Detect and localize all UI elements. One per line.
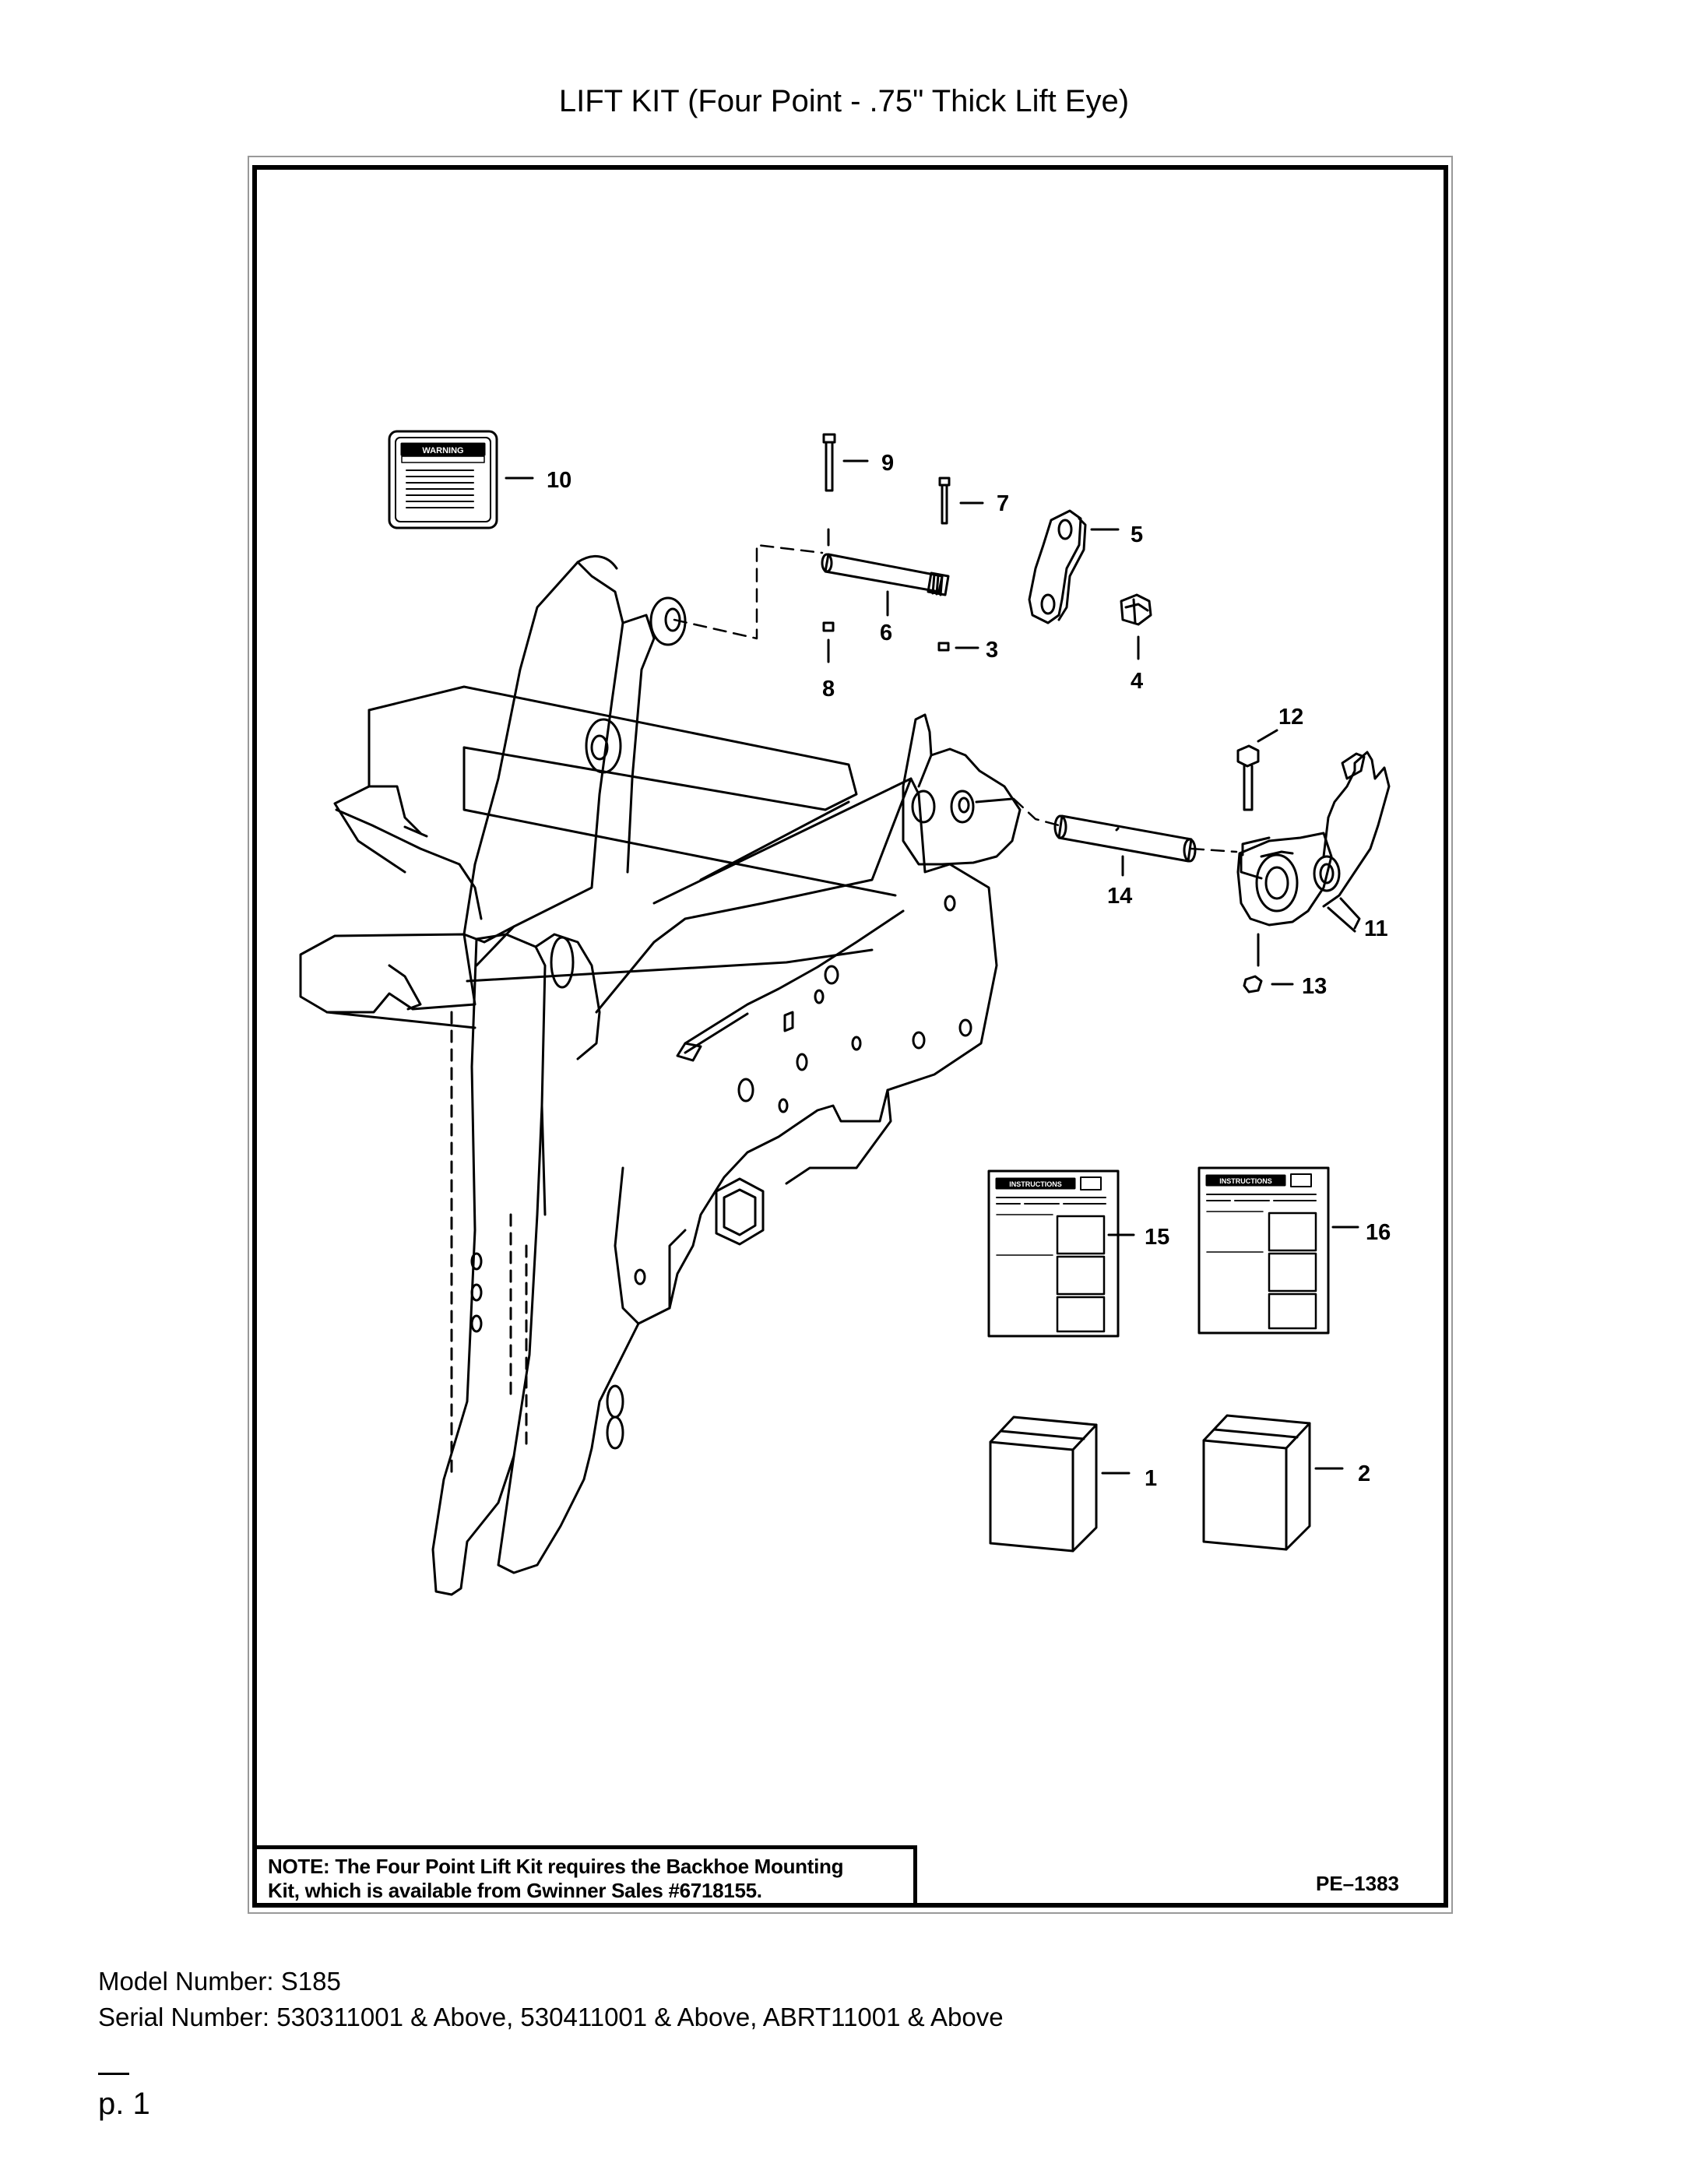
nut-item-8 [822,621,835,632]
callout-15: 15 [1145,1225,1169,1250]
lift-eye-item-5 [1028,509,1120,624]
diagram-outer-frame [248,156,1453,1914]
callout-13: 13 [1302,974,1327,999]
box-item-1 [989,1416,1131,1553]
loader-frame [299,555,1022,1596]
callout-5: 5 [1131,522,1143,547]
diagram-frame [252,165,1448,1908]
callout-12: 12 [1278,705,1303,730]
callout-6: 6 [880,621,892,645]
callout-9: 9 [881,451,894,476]
pin-item-14 [1053,814,1197,877]
callout-10: 10 [547,468,571,493]
serial-number: Serial Number: 530311001 & Above, 530411… [98,2003,1004,2031]
nut-item-3 [937,642,950,652]
drawing-code: PE–1383 [1316,1872,1399,1895]
callout-2: 2 [1358,1461,1370,1486]
lift-eye-item-11 [1236,751,1391,933]
callout-3: 3 [986,638,998,663]
instructions-header-15: INSTRUCTIONS [1009,1180,1062,1188]
nut-item-4 [1120,593,1152,660]
note-text-2: Kit, which is available from Gwinner Sal… [268,1879,762,1902]
bolt-item-7 [938,477,984,525]
page-title: LIFT KIT (Four Point - .75" Thick Lift E… [558,84,1130,118]
box-item-2 [1202,1414,1344,1551]
note-box: NOTE: The Four Point Lift Kit requires t… [257,1845,917,1903]
callout-1: 1 [1145,1466,1157,1491]
callout-14: 14 [1107,884,1132,909]
callout-8: 8 [822,677,835,702]
model-number: Model Number: S185 [98,1967,341,1996]
pin-item-6 [821,553,950,617]
note-text-1: The Four Point Lift Kit requires the Bac… [335,1855,844,1878]
note-line-1: NOTE: The Four Point Lift Kit requires t… [268,1855,913,1879]
note-label: NOTE: [268,1855,330,1878]
nut-item-13 [1243,975,1263,994]
callout-11: 11 [1364,916,1388,941]
callout-16: 16 [1366,1220,1391,1245]
page-divider [98,2073,129,2075]
warning-decal-header: WARNING [422,446,463,455]
warning-decal-item-10 [388,430,534,529]
callout-7: 7 [997,491,1009,516]
callout-4: 4 [1131,669,1143,694]
instructions-header-16: INSTRUCTIONS [1219,1177,1272,1185]
instructions-item-15 [987,1169,1135,1338]
bolt-item-12 [1236,729,1278,811]
page-number: p. 1 [98,2087,150,2121]
bolt-item-9 [822,433,869,547]
instructions-item-16 [1197,1166,1359,1335]
